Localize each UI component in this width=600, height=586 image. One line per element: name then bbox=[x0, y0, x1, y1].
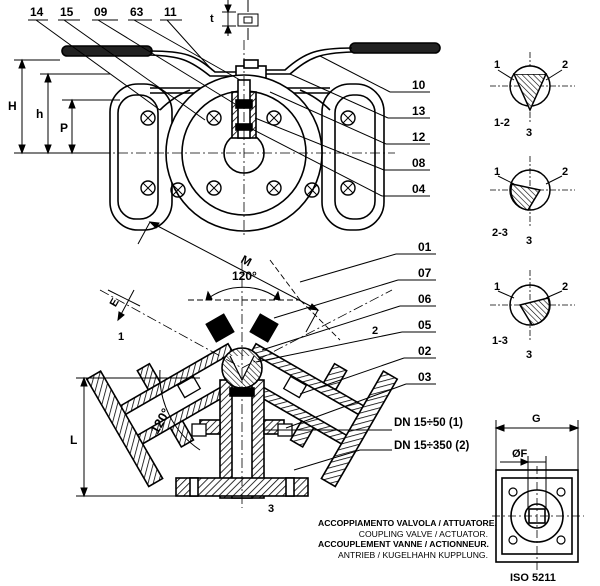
dim-P-label: P bbox=[60, 121, 68, 135]
section-view bbox=[85, 313, 399, 499]
callout-07: 07 bbox=[418, 266, 432, 280]
fp1-bottom: 3 bbox=[526, 127, 532, 139]
fp2-left: 1 bbox=[494, 166, 500, 178]
callout-12: 12 bbox=[412, 130, 426, 144]
m-dimension bbox=[137, 221, 320, 333]
angle-top: 120° bbox=[232, 269, 257, 283]
top-view bbox=[61, 40, 441, 235]
top-callout-leaders bbox=[28, 19, 241, 121]
dim-h-label: h bbox=[36, 107, 43, 121]
port-1-label: 1 bbox=[118, 331, 124, 343]
dim-L-label: L bbox=[70, 433, 77, 447]
dim-G-label: G bbox=[532, 413, 541, 425]
flow-pattern-1-3 bbox=[490, 270, 575, 340]
dim-M-label: M bbox=[239, 252, 254, 269]
section-centerlines bbox=[99, 260, 393, 508]
right-callout-leaders-top bbox=[249, 55, 430, 197]
e-dimension bbox=[107, 289, 141, 322]
dim-E-label: E bbox=[108, 297, 122, 309]
dn-label-2: DN 15÷350 (2) bbox=[394, 440, 470, 452]
iso-label: ISO 5211 bbox=[510, 572, 556, 584]
l-dimension bbox=[76, 376, 200, 498]
callout-13: 13 bbox=[412, 104, 426, 118]
fp1-code: 1-2 bbox=[494, 117, 510, 129]
fp3-left: 1 bbox=[494, 281, 500, 293]
caption-line-2: COUPLING VALVE / ACTUATOR. bbox=[358, 528, 488, 539]
fp2-code: 2-3 bbox=[492, 227, 508, 239]
callout-09: 09 bbox=[94, 5, 108, 19]
fp3-code: 1-3 bbox=[492, 335, 508, 347]
callout-02: 02 bbox=[418, 344, 432, 358]
flow-pattern-2-3 bbox=[490, 156, 575, 226]
callout-05: 05 bbox=[418, 318, 432, 332]
top-callouts: 14 15 09 63 11 bbox=[30, 5, 177, 19]
dim-t-label: t bbox=[210, 13, 214, 25]
fp3-right: 2 bbox=[562, 281, 568, 293]
dn-label-1: DN 15÷50 (1) bbox=[394, 417, 463, 429]
caption-line-4: ANTRIEB / KUGELHAHN KUPPLUNG. bbox=[338, 549, 488, 560]
port-2-label: 2 bbox=[372, 325, 378, 337]
callout-15: 15 bbox=[60, 5, 74, 19]
t-dimension bbox=[222, 0, 259, 40]
callout-14: 14 bbox=[30, 5, 44, 19]
fp3-bottom: 3 bbox=[526, 349, 532, 361]
callout-08: 08 bbox=[412, 156, 426, 170]
callout-63: 63 bbox=[130, 5, 144, 19]
callout-06: 06 bbox=[418, 292, 432, 306]
callout-03: 03 bbox=[418, 370, 432, 384]
callout-11: 11 bbox=[164, 5, 177, 19]
dim-H-label: H bbox=[8, 99, 17, 113]
caption-line-3: ACCOUPLEMENT VANNE / ACTIONNEUR. bbox=[318, 539, 489, 550]
right-callouts-top: 10 13 12 08 04 bbox=[412, 78, 426, 196]
coupling-caption: ACCOPPIAMENTO VALVOLA / ATTUATORE. COUPL… bbox=[318, 518, 497, 560]
fp1-right: 2 bbox=[562, 59, 568, 71]
caption-line-1: ACCOPPIAMENTO VALVOLA / ATTUATORE. bbox=[318, 518, 497, 528]
angle-arcs bbox=[159, 286, 281, 451]
fp2-right: 2 bbox=[562, 166, 568, 178]
callout-04: 04 bbox=[412, 182, 426, 196]
callout-01: 01 bbox=[418, 240, 432, 254]
right-callout-leaders-bottom bbox=[255, 253, 436, 471]
flow-pattern-diagrams bbox=[490, 52, 575, 340]
callout-10: 10 bbox=[412, 78, 426, 92]
handle-lever bbox=[61, 42, 441, 79]
flow-pattern-labels: 1 2 1-2 3 1 2 2-3 3 1 2 1-3 3 bbox=[492, 59, 568, 361]
dim-F-label: ØF bbox=[512, 448, 528, 460]
right-callouts-bottom: 01 07 06 05 02 03 bbox=[418, 240, 432, 384]
flow-pattern-1-2 bbox=[490, 52, 575, 122]
fp2-bottom: 3 bbox=[526, 235, 532, 247]
height-dimensions bbox=[14, 58, 120, 155]
port-3-label: 3 bbox=[268, 503, 274, 515]
iso-flange-view bbox=[492, 420, 584, 570]
fp1-left: 1 bbox=[494, 59, 500, 71]
